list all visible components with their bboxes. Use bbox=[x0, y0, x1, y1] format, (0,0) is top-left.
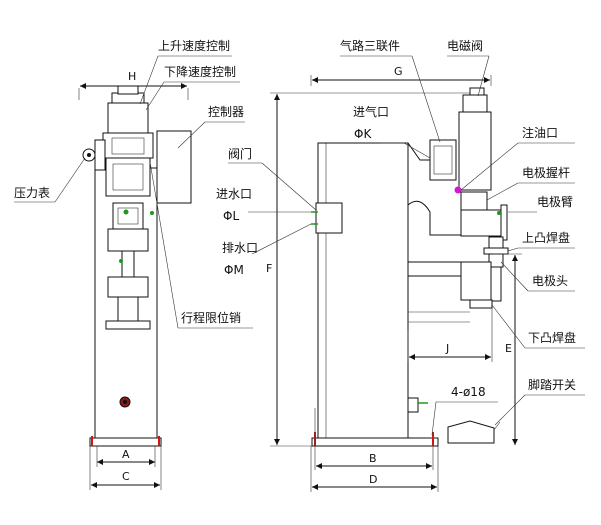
side-body bbox=[317, 142, 409, 439]
front-cylinder-body bbox=[107, 102, 149, 134]
side-lower-platen bbox=[469, 299, 493, 309]
dim-H: H bbox=[128, 70, 136, 83]
front-holder bbox=[107, 228, 149, 252]
side-solenoid bbox=[462, 94, 488, 113]
dim-D: D bbox=[369, 473, 377, 486]
label-solenoid: 电磁阀 bbox=[447, 38, 483, 53]
label-water-in-dia: ΦL bbox=[223, 209, 239, 223]
side-electrode-arm bbox=[460, 209, 502, 237]
front-electrode-block bbox=[112, 202, 144, 230]
side-cylinder bbox=[458, 111, 492, 191]
label-pressure-gauge: 压力表 bbox=[14, 186, 50, 200]
front-cylinder-inner bbox=[111, 137, 145, 155]
side-air-triple bbox=[429, 139, 457, 181]
dim-J: J bbox=[445, 342, 449, 355]
side-electrode-holder bbox=[460, 191, 488, 211]
label-upper-platen: 上凸焊盘 bbox=[522, 230, 570, 245]
front-lower-base bbox=[105, 320, 151, 330]
label-foot-switch: 脚踏开关 bbox=[528, 377, 576, 392]
label-water-out-dia: ΦM bbox=[224, 263, 244, 277]
dim-C: C bbox=[122, 470, 130, 483]
label-stroke-pin: 行程限位销 bbox=[181, 310, 241, 325]
side-labels: 气路三联件 电磁阀 进气口 ΦK 阀门 进水口 ΦL 排水口 ΦM 注油口 电极… bbox=[216, 38, 585, 436]
side-lower-arm bbox=[407, 261, 467, 277]
foot-switch-icon bbox=[447, 420, 495, 444]
dim-A: A bbox=[122, 448, 130, 461]
front-slide-inner bbox=[112, 163, 144, 191]
label-air-in: 进气口 bbox=[353, 104, 389, 119]
front-arm-rod bbox=[121, 250, 135, 278]
label-lower-platen: 下凸焊盘 bbox=[528, 330, 576, 345]
side-base bbox=[311, 437, 439, 447]
side-lower-platen-block bbox=[460, 261, 492, 301]
front-lower-holder bbox=[107, 276, 149, 298]
label-up-speed: 上升速度控制 bbox=[158, 38, 230, 53]
side-electrode-tip bbox=[490, 266, 502, 302]
side-valve-block bbox=[315, 202, 343, 234]
label-water-in: 进水口 bbox=[216, 187, 252, 201]
front-lower-rod bbox=[117, 296, 139, 322]
dim-B: B bbox=[369, 452, 377, 465]
side-water-hose bbox=[407, 200, 461, 236]
front-view: H A C bbox=[78, 70, 192, 490]
front-controller-box bbox=[156, 130, 192, 204]
label-valve: 阀门 bbox=[228, 146, 252, 161]
dim-E: E bbox=[505, 342, 512, 355]
oil-port-icon bbox=[454, 186, 462, 194]
label-electrode-head: 电极头 bbox=[532, 274, 568, 288]
dim-G: G bbox=[394, 65, 403, 78]
label-air-in-dia: ΦK bbox=[354, 127, 372, 141]
label-feet-holes: 4-ø18 bbox=[451, 385, 486, 399]
side-upper-platen bbox=[483, 247, 509, 255]
label-oil-port: 注油口 bbox=[522, 125, 558, 140]
label-electrode-holder: 电极握杆 bbox=[522, 165, 570, 180]
front-labels: 上升速度控制 下降速度控制 控制器 压力表 行程限位销 bbox=[14, 38, 253, 329]
label-air-triple: 气路三联件 bbox=[340, 38, 400, 53]
label-water-out: 排水口 bbox=[222, 241, 258, 255]
front-base bbox=[89, 437, 162, 447]
front-slide bbox=[105, 157, 151, 197]
label-electrode-arm: 电极臂 bbox=[537, 195, 573, 209]
label-down-speed: 下降速度控制 bbox=[164, 64, 236, 79]
side-knob bbox=[407, 397, 419, 413]
dim-F: F bbox=[266, 262, 272, 275]
front-cylinder-cap bbox=[117, 85, 139, 95]
label-controller: 控制器 bbox=[208, 105, 244, 119]
side-view: G F B D J E bbox=[266, 65, 522, 492]
front-valve-left bbox=[94, 139, 106, 171]
